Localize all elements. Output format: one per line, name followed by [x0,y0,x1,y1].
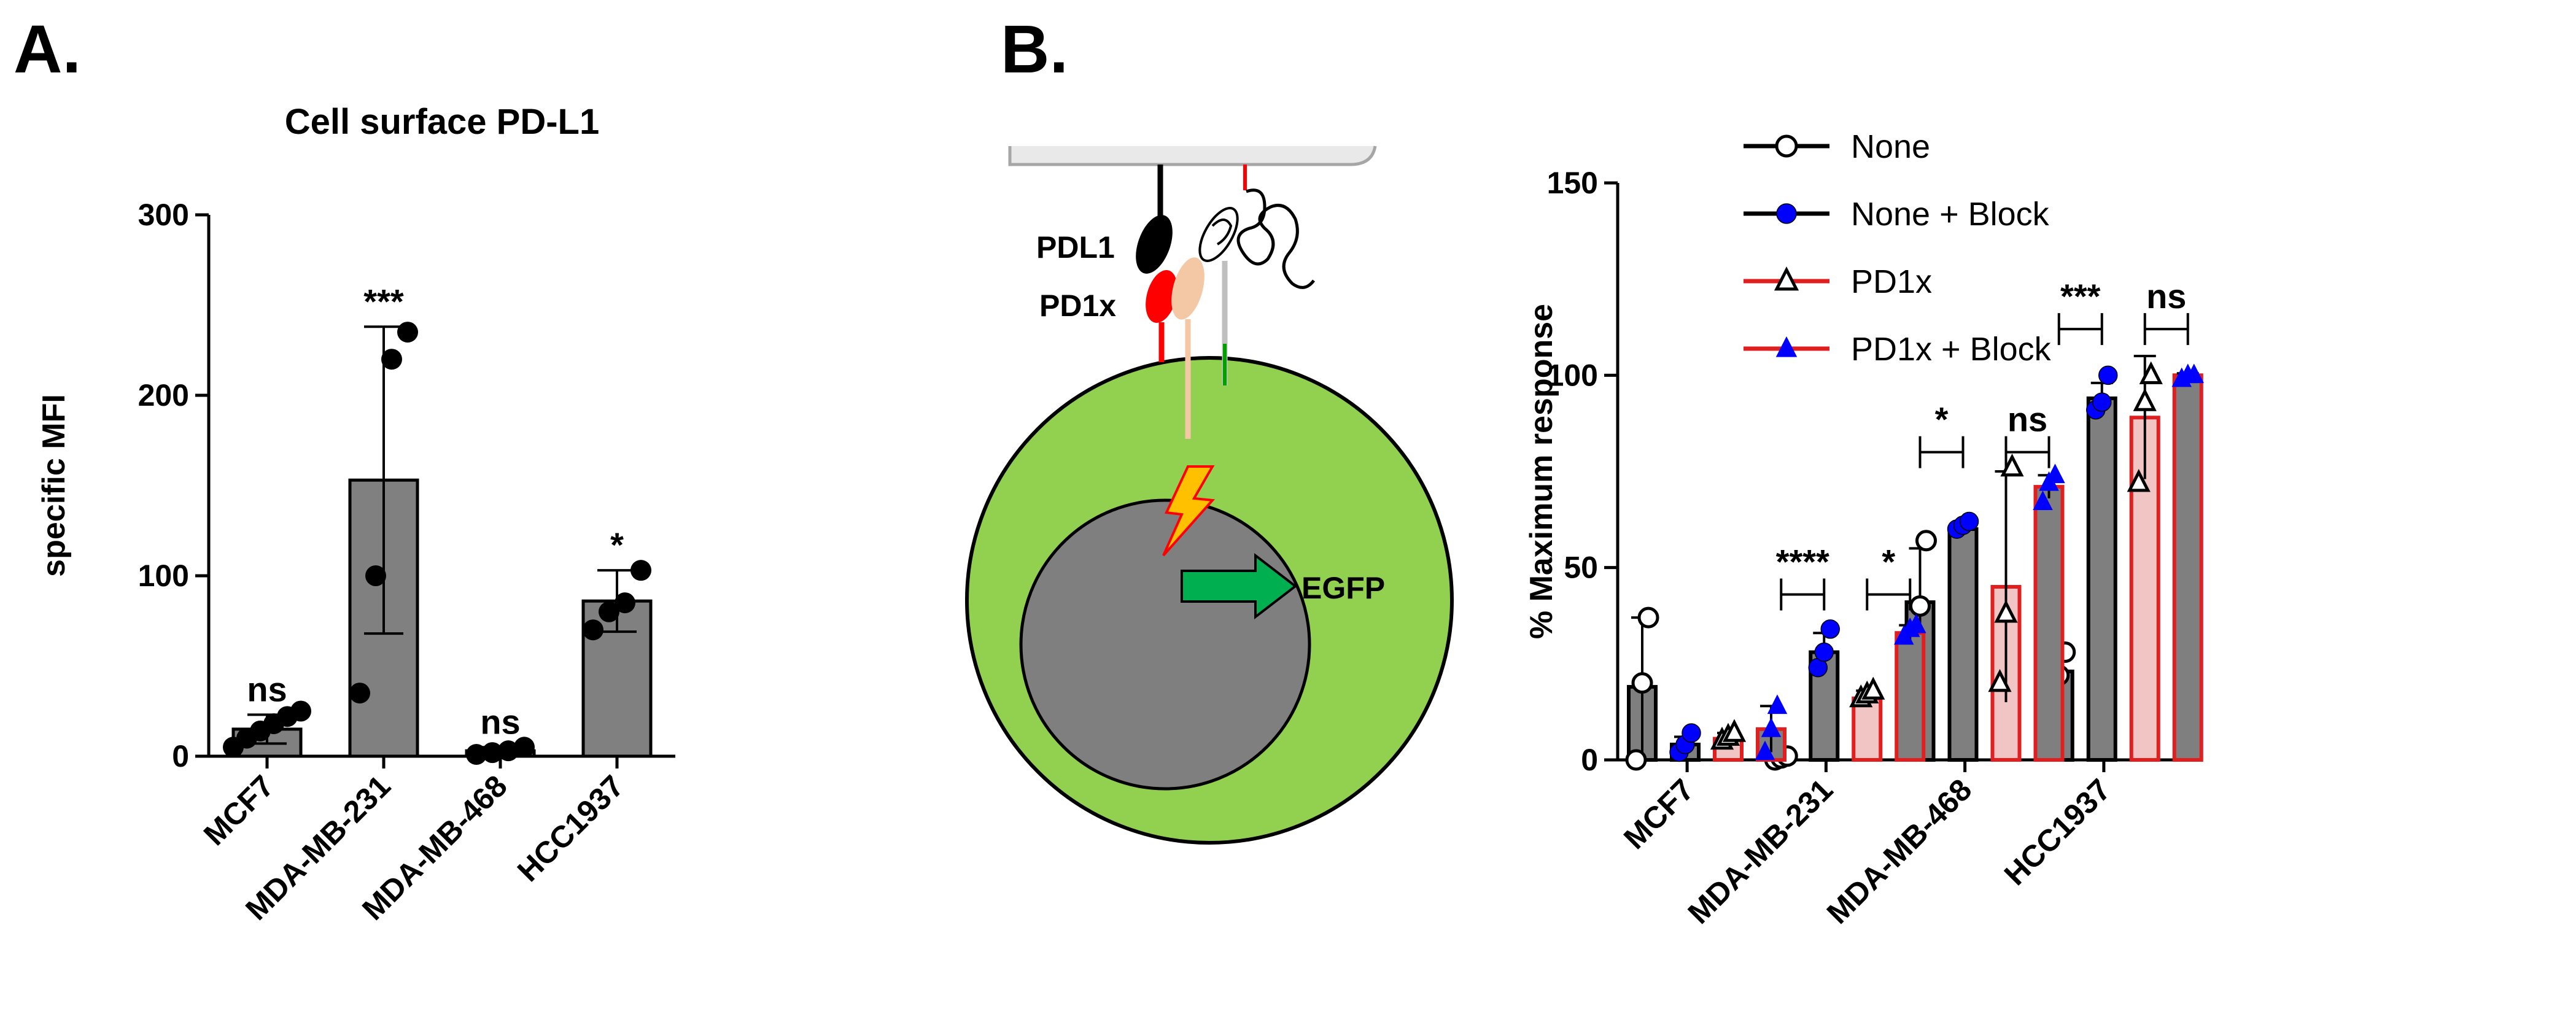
chart-b-legend-label: None + Block [1851,196,2050,233]
chart-b-data-point [1959,511,1979,532]
chart-b-category-label: HCC1937 [1998,772,2117,892]
squiggle-ligand [1236,188,1315,289]
panel-label-a: A. [14,12,81,87]
chart-b-data-point [1909,595,1931,617]
chart-a-data-point [615,592,635,614]
chart-b-bar [2172,373,2203,762]
pdl1-receptor [1136,215,1173,274]
chart-b-legend-label: PD1x [1851,263,1932,300]
chart-b-data-point [1755,740,1775,761]
chart-b-significance-label: * [1882,543,1895,581]
chart-b-ytick-label: 50 [1564,551,1598,585]
chart-b-bar [2086,396,2117,762]
chart-b-data-point [1722,719,1747,742]
chart-b-bar [1895,631,1926,762]
chart-a-significance-label: ns [247,670,287,708]
chart-b-data-point [1994,600,2018,623]
chart-b-ytick-label: 0 [1581,743,1598,777]
chart-b-data-point [1814,642,1834,662]
chart-b-legend-marker [1774,266,1799,291]
chart-b-data-point [1682,723,1701,743]
cell-membrane-band [1008,145,1377,166]
chart-a-significance-label: * [610,525,624,564]
chart-b-significance-label: ns [2146,277,2186,316]
chart-b-ytick-label: 150 [1547,166,1598,200]
chart-a-category-label: MCF7 [197,768,281,852]
pd1x-receptor [1146,270,1177,323]
chart-b-legend-label: None [1851,128,1930,165]
chart-a-data-point [466,744,487,765]
egfp-arrow-icon [1181,552,1298,620]
chart-a-data-point [583,619,603,641]
chart-a-ytick-label: 200 [138,378,189,412]
chart-a-data-point [630,560,651,581]
control-receptor-loop [1211,219,1233,246]
chart-a-data-point [599,601,619,622]
chart-b-data-point [1861,676,1885,700]
chart-b-data-point [1625,749,1647,771]
chart-b-data-point [1820,619,1840,639]
chart-b-significance-label: ns [2008,400,2047,439]
chart-a-data-point [498,740,519,762]
pd1x-partner-domain [1171,257,1205,320]
chart-b-data-point [2127,469,2151,492]
chart-b-data-point [1915,530,1937,552]
signal-bolt-icon [1162,465,1216,557]
chart-b-data-point [2000,453,2024,477]
chart-b-data-point [2092,392,2112,412]
chart-a-data-point [397,322,418,343]
chart-b-legend-label: PD1x + Block [1851,331,2052,368]
pdl1-label: PDL1 [1036,230,1115,265]
chart-b-bar [1852,696,1883,762]
chart-b-significance-label: **** [1776,543,1829,581]
chart-a-ytick-label: 100 [138,559,189,593]
chart-a-data-point [482,742,503,764]
chart-a-data-point [365,565,386,586]
chart-b-data-point [1906,613,1926,633]
panel-label-b: B. [1001,12,1068,87]
chart-b-data-point [2045,463,2065,484]
chart-b-data-point [2139,361,2163,384]
chart-a-ytick-label: 0 [172,739,189,773]
chart-b-ytick-label: 100 [1547,358,1598,392]
chart-a-data-point [290,700,311,722]
pd1x-reporter-diagram: PDL1 PD1x EGFP [965,145,1454,845]
chart-a-ytick-label: 300 [138,198,189,232]
chart-b-legend-marker [1776,203,1797,224]
chart-b-legend-marker [1775,336,1798,357]
chart-b-data-point [2184,363,2204,384]
chart-b-data-point [1761,717,1782,737]
chart-b-maximum-response: % Maximum response050100150******ns***ns… [1524,128,2204,931]
chart-b-data-point [2098,365,2118,385]
chart-a-data-point [349,683,370,704]
chart-a-significance-label: ns [480,702,520,741]
chart-a-title: Cell surface PD-L1 [285,102,600,142]
egfp-label: EGFP [1302,571,1385,605]
chart-b-category-label: MCF7 [1617,772,1701,856]
chart-b-significance-label: *** [2060,277,2101,316]
chart-b-significance-label: * [1935,400,1949,439]
chart-a-significance-label: *** [363,282,404,320]
chart-b-data-point [2133,388,2157,411]
chart-b-data-point [1767,694,1788,714]
chart-b-category-label: MDA-MB-231 [1682,772,1840,931]
chart-a-data-point [514,737,535,758]
chart-b-category-label: MDA-MB-468 [1820,772,1979,931]
chart-b-legend-marker [1775,134,1798,158]
chart-b-data-point [2033,490,2053,510]
chart-b-bar [1947,527,1979,762]
pd1x-label: PD1x [1039,288,1116,323]
chart-b-data-point [1637,606,1659,629]
control-receptor [1198,207,1239,262]
chart-b-bar [2033,485,2065,762]
chart-b-ylabel: % Maximum response [1524,304,1559,639]
chart-a-ylabel: specific MFI [36,394,72,577]
cell-nucleus [1019,498,1311,791]
chart-a-cell-surface-pdl1: Cell surface PD-L1 specific MFI 0 100 200 300… [36,102,675,927]
chart-b-data-point [1631,672,1653,694]
chart-a-data-point [381,349,402,370]
chart-a-category-label: HCC1937 [511,768,630,888]
chart-b-data-point [1988,668,2012,692]
